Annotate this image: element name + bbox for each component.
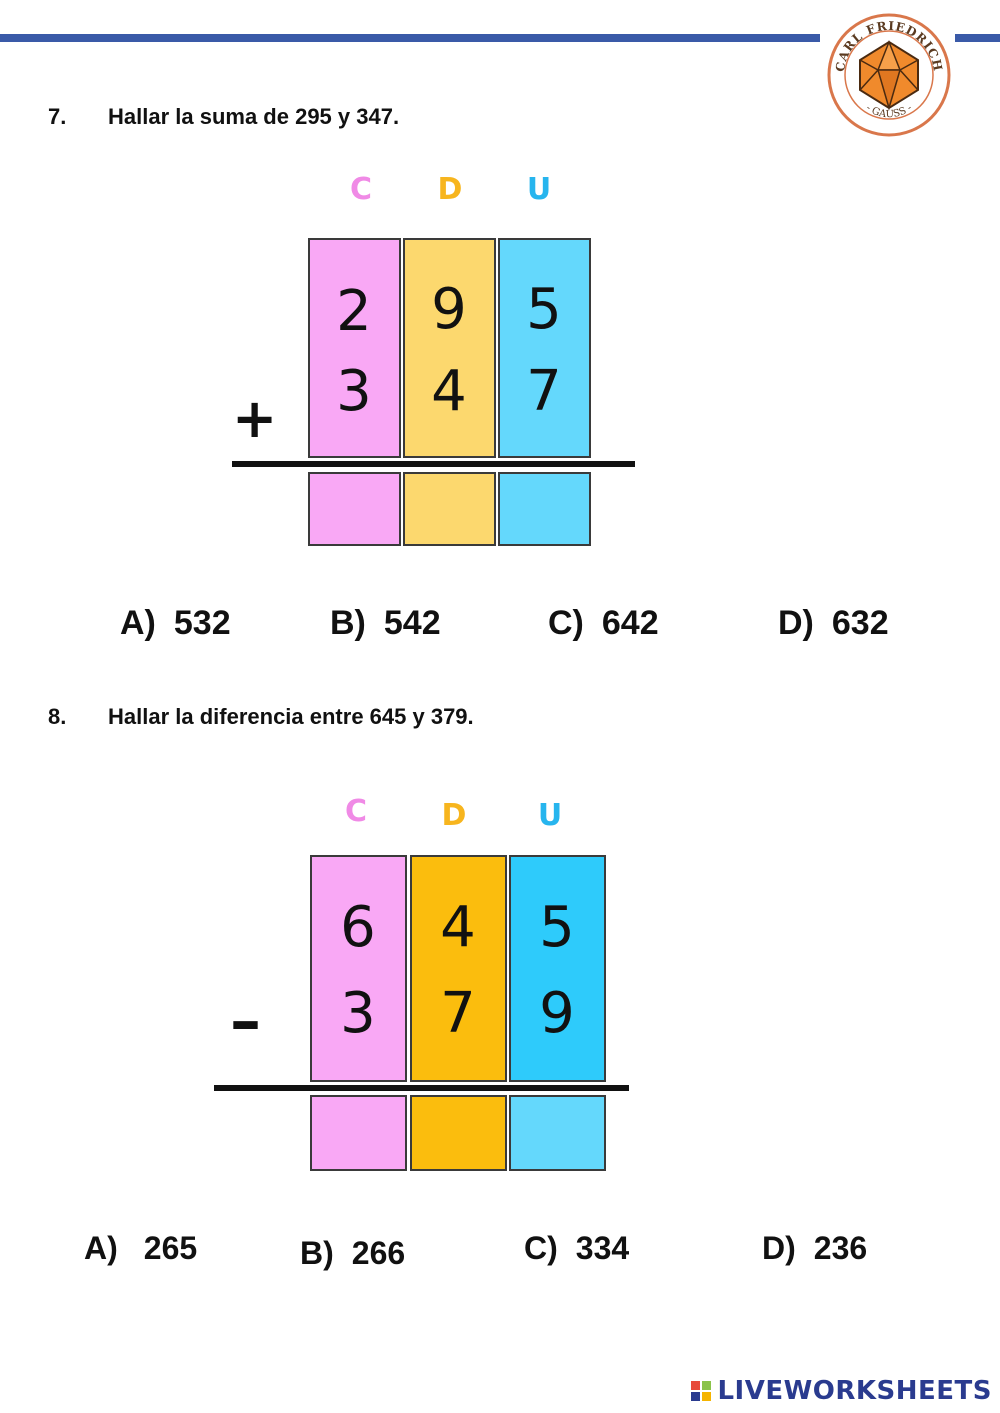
option-value: 266 xyxy=(351,1235,406,1271)
option-letter: A) xyxy=(84,1230,118,1266)
option-value: 632 xyxy=(831,604,889,642)
svg-text:- GAUSS -: - GAUSS - xyxy=(864,103,914,121)
header-bar-right xyxy=(955,34,1000,42)
digit: 2 xyxy=(336,279,372,344)
option-d[interactable]: D) 236 xyxy=(762,1230,867,1267)
digit: 7 xyxy=(440,981,476,1046)
option-c[interactable]: C) 642 xyxy=(548,604,659,643)
digit: 9 xyxy=(539,981,575,1046)
option-value: 236 xyxy=(813,1230,868,1266)
option-letter: A) xyxy=(120,604,156,642)
option-d[interactable]: D) 632 xyxy=(778,604,889,643)
column-header-c: C xyxy=(344,794,368,829)
column-header-c: C xyxy=(349,172,373,207)
option-value: 542 xyxy=(383,604,441,642)
digit: 4 xyxy=(431,359,467,424)
option-value: 334 xyxy=(575,1230,630,1266)
column-header-d: D xyxy=(437,172,463,207)
hundreds-column xyxy=(308,238,401,458)
answer-box-tens[interactable] xyxy=(403,472,496,546)
digit: 5 xyxy=(526,277,562,342)
sum-line xyxy=(232,461,635,467)
digit: 7 xyxy=(526,359,562,424)
column-header-u: U xyxy=(537,798,563,833)
plus-sign: + xyxy=(232,387,278,450)
option-letter: B) xyxy=(300,1235,334,1271)
option-letter: C) xyxy=(524,1230,558,1266)
option-c[interactable]: C) 334 xyxy=(524,1230,629,1267)
units-column xyxy=(509,855,606,1082)
brand-name: LIVEWORKSHEETS xyxy=(717,1376,992,1406)
option-b[interactable]: B) 542 xyxy=(330,604,441,643)
option-a[interactable]: A) 265 xyxy=(84,1230,197,1267)
option-letter: D) xyxy=(778,604,814,642)
header-bar xyxy=(0,34,820,42)
polyhedron-seal-icon: CARL FRIEDRICH - GAUSS - xyxy=(827,13,951,137)
difference-line xyxy=(214,1085,629,1091)
option-value: 532 xyxy=(173,604,231,642)
tens-column xyxy=(410,855,507,1082)
digit: 6 xyxy=(340,895,376,960)
digit: 3 xyxy=(340,981,376,1046)
digit: 5 xyxy=(539,895,575,960)
column-header-d: D xyxy=(441,798,467,833)
option-value: 642 xyxy=(601,604,659,642)
question-text: Hallar la suma de 295 y 347. xyxy=(108,104,400,129)
answer-box-tens[interactable] xyxy=(410,1095,507,1171)
option-value: 265 xyxy=(143,1230,198,1266)
liveworksheets-brand[interactable]: LIVEWORKSHEETS xyxy=(691,1376,992,1406)
hundreds-column xyxy=(310,855,407,1082)
answer-box-units[interactable] xyxy=(498,472,591,546)
option-letter: C) xyxy=(548,604,584,642)
liveworksheets-logo-icon xyxy=(691,1381,712,1401)
answer-box-hundreds[interactable] xyxy=(310,1095,407,1171)
tens-column xyxy=(403,238,496,458)
answer-box-units[interactable] xyxy=(509,1095,606,1171)
column-header-u: U xyxy=(526,172,552,207)
option-letter: B) xyxy=(330,604,366,642)
school-logo: CARL FRIEDRICH - GAUSS - xyxy=(826,12,952,138)
digit: 3 xyxy=(336,359,372,424)
digit: 4 xyxy=(440,895,476,960)
option-a[interactable]: A) 532 xyxy=(120,604,231,643)
minus-sign: – xyxy=(230,984,261,1057)
digit: 9 xyxy=(431,277,467,342)
option-b[interactable]: B) 266 xyxy=(300,1235,405,1272)
units-column xyxy=(498,238,591,458)
question-number: 7. xyxy=(48,104,67,129)
question-text: Hallar la diferencia entre 645 y 379. xyxy=(108,704,474,729)
answer-box-hundreds[interactable] xyxy=(308,472,401,546)
question-number: 8. xyxy=(48,704,67,729)
option-letter: D) xyxy=(762,1230,796,1266)
